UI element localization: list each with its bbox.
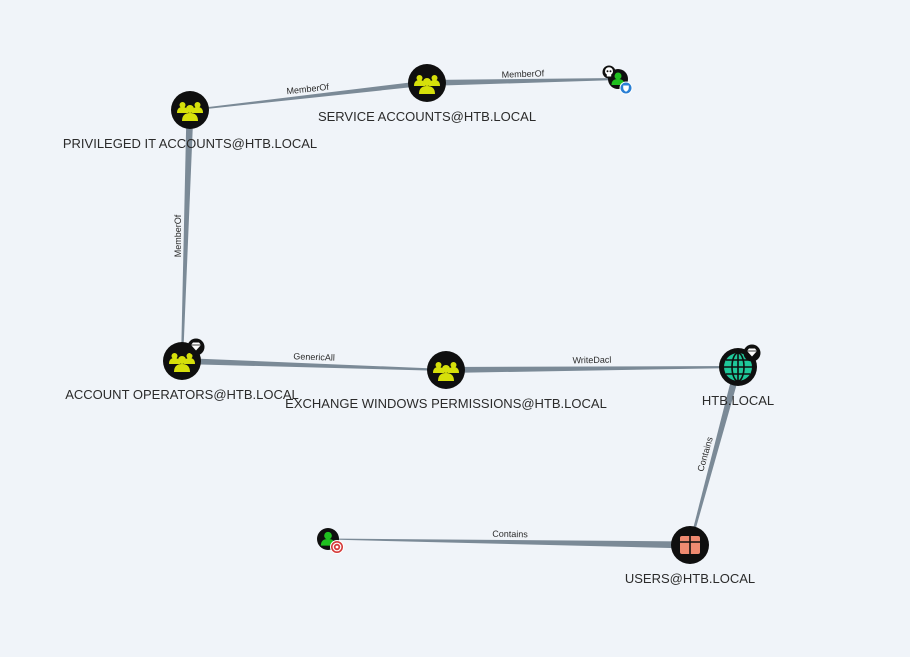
edge-privileged-it-service-accounts[interactable]	[189, 80, 428, 111]
edge-service-accounts-svc-user[interactable]	[426, 78, 618, 86]
node-account-operators[interactable]	[163, 338, 205, 381]
group-icon	[169, 353, 195, 372]
edge-label: MemberOf	[173, 214, 183, 257]
skull-icon	[602, 65, 616, 79]
box-icon	[680, 536, 700, 554]
target-icon	[330, 540, 344, 554]
node-privileged-it[interactable]	[171, 91, 209, 129]
node-owned-user[interactable]	[317, 528, 344, 554]
shield-icon	[619, 81, 633, 95]
edge-label: MemberOf	[286, 82, 330, 96]
node-label-privileged-it: PRIVILEGED IT ACCOUNTS@HTB.LOCAL	[63, 136, 317, 151]
globe-icon	[724, 352, 752, 382]
group-icon	[177, 102, 203, 121]
group-icon	[433, 362, 459, 381]
user-icon	[611, 72, 625, 85]
node-label-account-operators: ACCOUNT OPERATORS@HTB.LOCAL	[65, 387, 299, 402]
edge-label: WriteDacl	[572, 355, 611, 366]
nodes-layer	[163, 64, 761, 564]
edge-users-container-htb-local[interactable]	[689, 366, 742, 546]
node-users-container[interactable]	[671, 526, 709, 564]
node-labels-layer: PRIVILEGED IT ACCOUNTS@HTB.LOCALSERVICE …	[63, 109, 774, 586]
diamond-icon	[187, 338, 205, 356]
node-service-accounts[interactable]	[408, 64, 446, 102]
node-label-exchange-windows: EXCHANGE WINDOWS PERMISSIONS@HTB.LOCAL	[285, 396, 607, 411]
node-htb-local[interactable]	[719, 344, 761, 387]
edge-label: MemberOf	[501, 68, 544, 79]
edge-account-operators-exchange-windows[interactable]	[181, 358, 446, 371]
edge-label: GenericAll	[293, 351, 335, 362]
edge-owned-user-users-container[interactable]	[328, 538, 691, 549]
edge-account-operators-privileged-it[interactable]	[181, 109, 194, 362]
edge-exchange-windows-htb-local[interactable]	[446, 366, 738, 373]
node-label-service-accounts: SERVICE ACCOUNTS@HTB.LOCAL	[318, 109, 536, 124]
edge-label: Contains	[492, 529, 528, 540]
diamond-icon	[743, 344, 761, 362]
edges-layer	[181, 78, 742, 549]
node-label-htb-local: HTB.LOCAL	[702, 393, 774, 408]
node-label-users-container: USERS@HTB.LOCAL	[625, 571, 755, 586]
node-exchange-windows[interactable]	[427, 351, 465, 389]
node-svc-user[interactable]	[602, 65, 633, 95]
group-icon	[414, 75, 440, 94]
